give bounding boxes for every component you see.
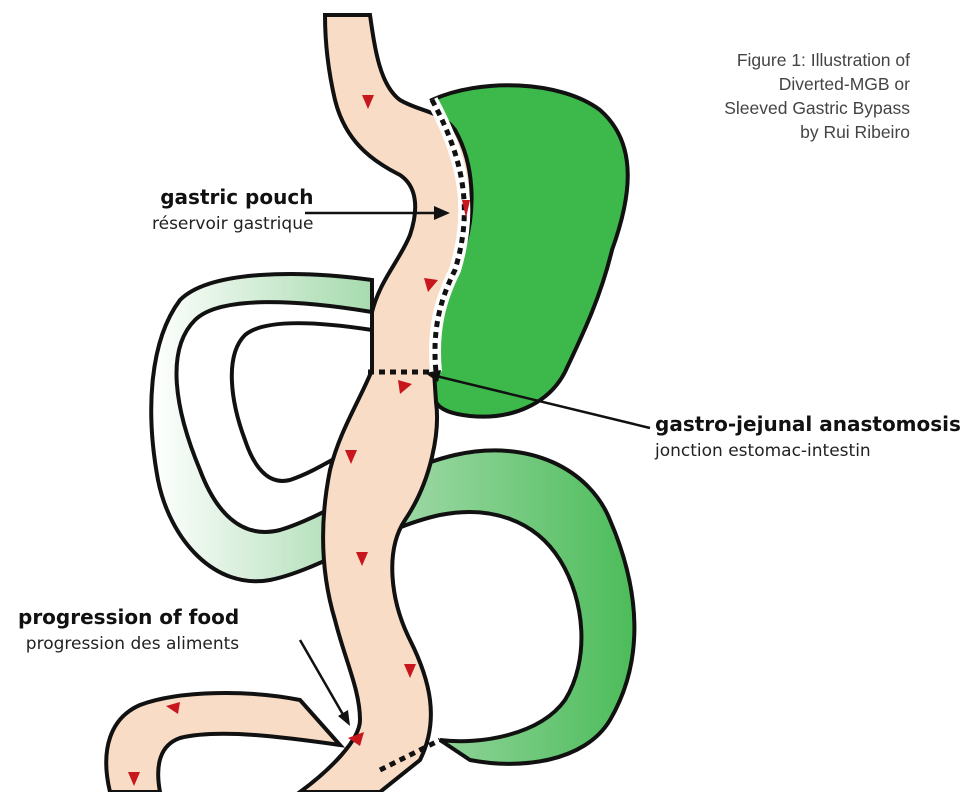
caption-line: Diverted-MGB or	[610, 72, 910, 96]
progression-subtitle: progression des aliments	[18, 631, 239, 657]
progression-label: progression of food progression des alim…	[18, 603, 239, 657]
anastomosis-title: gastro-jejunal anastomosis	[655, 410, 961, 438]
figure-caption: Figure 1: Illustration of Diverted-MGB o…	[610, 48, 910, 144]
ileum-tail	[106, 693, 340, 792]
gastric-pouch-label: gastric pouch réservoir gastrique	[152, 183, 313, 237]
anastomosis-label: gastro-jejunal anastomosis jonction esto…	[655, 410, 961, 464]
caption-line: Sleeved Gastric Bypass	[610, 96, 910, 120]
caption-line: Figure 1: Illustration of	[610, 48, 910, 72]
progression-leader-head	[338, 710, 350, 726]
caption-line: by Rui Ribeiro	[610, 120, 910, 144]
progression-title: progression of food	[18, 603, 239, 631]
anastomosis-subtitle: jonction estomac-intestin	[655, 438, 961, 464]
gastric-pouch-subtitle: réservoir gastrique	[152, 211, 313, 237]
gastric-pouch-title: gastric pouch	[152, 183, 313, 211]
